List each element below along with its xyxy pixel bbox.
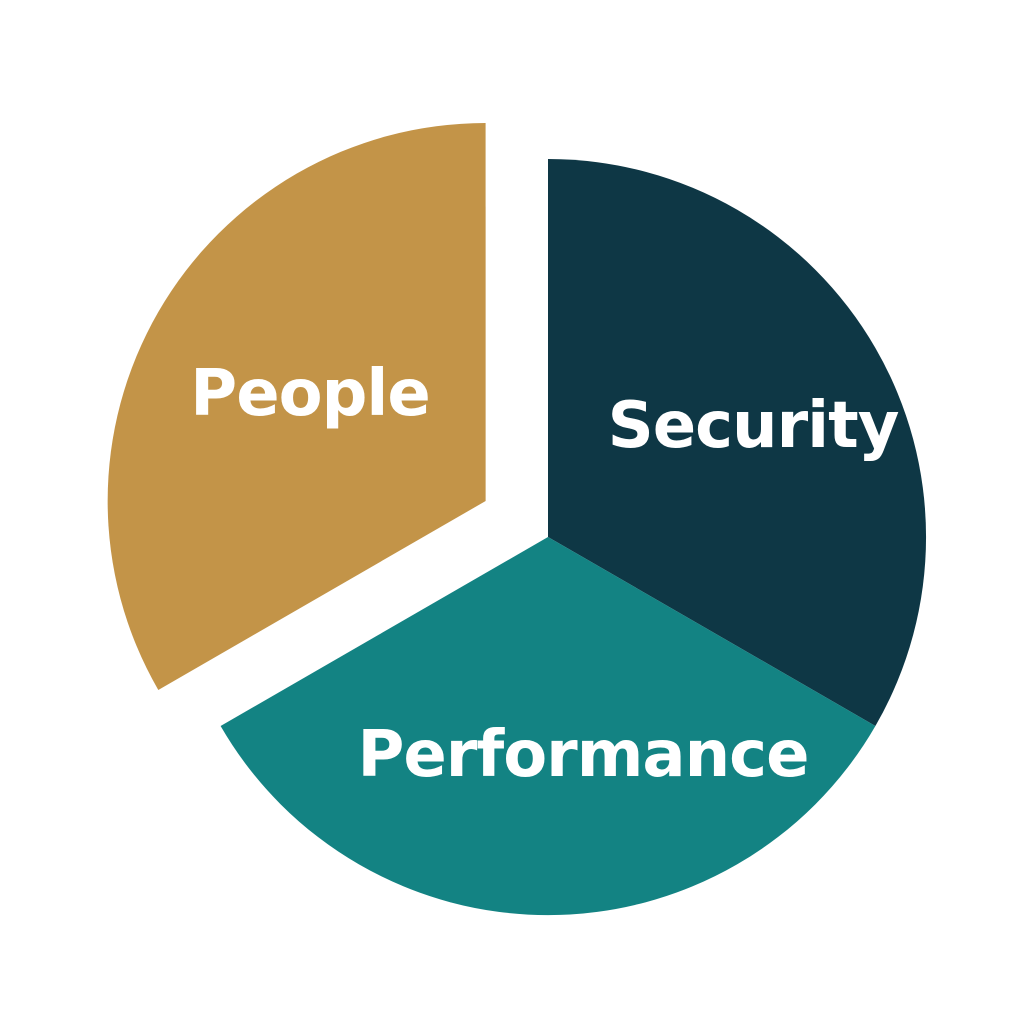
segment-people-shape — [107, 123, 486, 690]
segment-security-shape — [548, 159, 927, 726]
segment-people: People — [107, 123, 486, 690]
segment-security: Security — [548, 159, 927, 726]
segment-security-label: Security — [608, 389, 899, 463]
segment-performance: Performance — [220, 537, 876, 916]
segment-people-label: People — [190, 357, 429, 431]
segment-performance-label: Performance — [357, 718, 808, 792]
segment-performance-shape — [220, 537, 876, 916]
